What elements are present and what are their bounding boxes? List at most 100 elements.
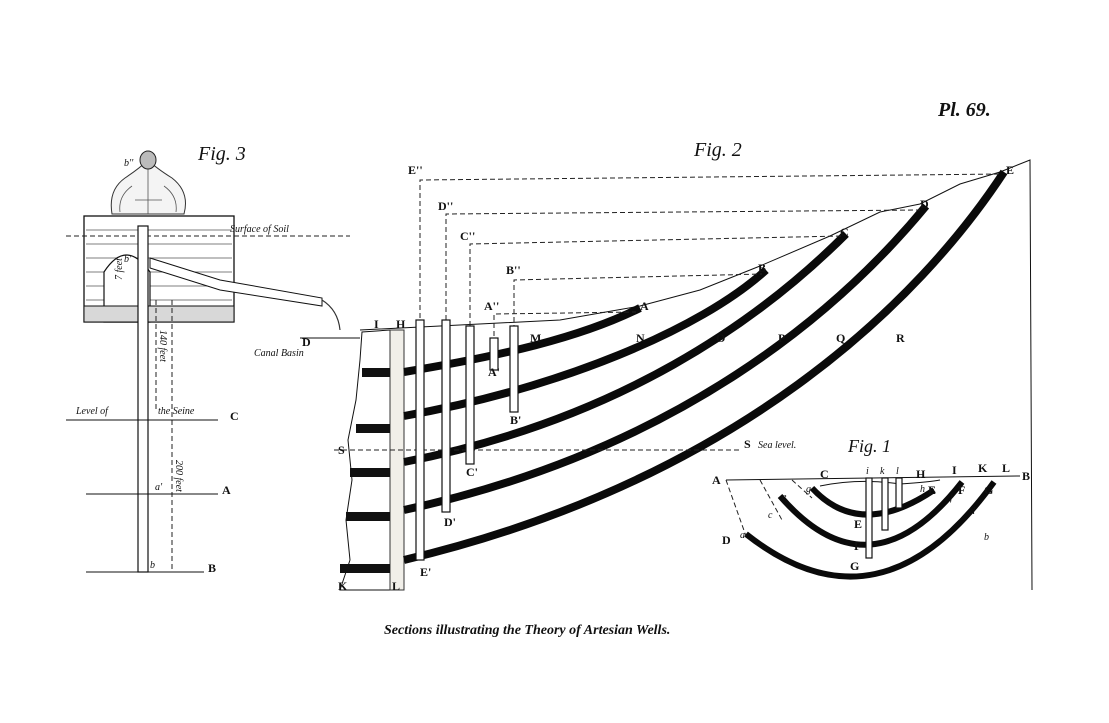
plate-caption: Sections illustrating the Theory of Arte… (384, 623, 670, 638)
ground-surface (359, 159, 1033, 591)
label-h-fig2: H (396, 317, 406, 331)
label-b-fig3: B (208, 561, 216, 575)
cliff-stratum-2 (356, 424, 390, 433)
well-e (415, 319, 425, 561)
fig1-label-e1: E (928, 483, 936, 497)
label-l-fig2: L (392, 579, 400, 593)
label-e-top: E (1006, 163, 1014, 177)
the-seine-label: the Seine (158, 406, 195, 417)
level-of-label: Level of (75, 406, 109, 417)
fig1-label-f2: F (854, 539, 861, 553)
sea-level-label: Sea level. (758, 440, 796, 451)
fig1-label-i-cap: I (952, 463, 957, 477)
fig1-label-g2: G (850, 559, 859, 573)
label-o: O (716, 331, 725, 345)
outlet-pipe (149, 257, 323, 307)
plate-number: Pl. 69. (937, 99, 991, 121)
label-d-fig3: D (302, 335, 311, 349)
label-d-dd: D'' (438, 199, 453, 213)
fig1-label-b-small: b (984, 532, 989, 543)
fig1-label-e-small: e (782, 492, 787, 503)
label-b-prime-fig2: B' (510, 413, 521, 427)
fig1-label-d-small: d (970, 506, 976, 517)
label-s-left: S (338, 443, 345, 457)
fig1-well-l (895, 477, 903, 509)
label-a-prime: A' (488, 365, 500, 379)
fig1-label-f1: F (958, 483, 965, 497)
label-k-fig2: K (338, 579, 348, 593)
label-i-fig2: I (374, 317, 379, 331)
canal-basin-label: Canal Basin (254, 348, 304, 359)
fig1-label-c-small: c (768, 510, 773, 521)
figure-1: Fig. 1 A B C D H I K L i k l E F G E F G… (712, 436, 1030, 580)
surface-of-soil-label: Surface of Soil (230, 224, 289, 235)
fig1-label-l: l (896, 466, 899, 477)
label-e-dd: E'' (408, 163, 423, 177)
fig1-dash-1 (725, 479, 747, 537)
stratum-e (403, 169, 1008, 564)
foundation-band (83, 305, 235, 323)
fig1-label-f-small: f (950, 492, 954, 503)
head-line-e (419, 173, 1003, 558)
fig1-label-h-small: h (920, 484, 925, 495)
label-c-fig3: C (230, 409, 239, 423)
label-c-top: C (840, 225, 849, 239)
well-d (441, 319, 451, 513)
label-p: P (778, 331, 785, 345)
label-q: Q (836, 331, 845, 345)
label-d-top: D (920, 197, 929, 211)
fig1-label-l-cap: L (1002, 461, 1010, 475)
fig1-label-g1: G (984, 483, 993, 497)
label-a-top: A (640, 299, 649, 313)
fig2-title: Fig. 2 (693, 139, 742, 161)
fig1-label-b: B (1022, 469, 1030, 483)
feet-200-label: 200 feet (173, 460, 184, 492)
label-a-prime-fig3: a' (155, 482, 163, 493)
fig1-label-i: i (866, 466, 869, 477)
label-m: M (530, 331, 541, 345)
cliff-stratum-1 (362, 368, 390, 377)
basin-stratum-e (809, 485, 936, 518)
fig1-label-d: D (722, 533, 731, 547)
fig1-label-e2: E (854, 517, 862, 531)
label-b-top: B (758, 261, 766, 275)
fig1-label-h: H (916, 467, 926, 481)
fig1-dash-3 (791, 479, 813, 499)
label-e-prime: E' (420, 565, 431, 579)
label-r: R (896, 331, 905, 345)
well-a (489, 337, 499, 371)
figure-2: Fig. 2 E D C B A E' (334, 139, 1033, 593)
fig1-label-g-small: g (806, 484, 811, 495)
outflow-water (321, 299, 341, 331)
label-n: N (636, 331, 645, 345)
fig1-label-k-cap: K (978, 461, 988, 475)
dotted-fault-band (389, 329, 405, 591)
seven-feet-label: 7 feet (114, 258, 125, 280)
fig1-label-a: A (712, 473, 721, 487)
stratum-a (403, 304, 642, 376)
cliff-stratum-3 (350, 468, 390, 477)
stratum-d (403, 203, 930, 514)
fig1-label-c: C (820, 467, 829, 481)
stratum-b (403, 267, 769, 420)
fig1-title: Fig. 1 (847, 436, 891, 456)
label-a-dd: A'' (484, 299, 499, 313)
fig1-well-i (865, 477, 873, 559)
well-c (465, 325, 475, 465)
fig1-baseline (725, 475, 1021, 481)
stratum-c (403, 231, 849, 466)
feet-140-label: 140 feet (157, 330, 168, 362)
basin-stratum-g (744, 480, 997, 580)
fig1-well-k (881, 477, 889, 531)
label-b-small-fig3: b (150, 560, 155, 571)
fig3-title: Fig. 3 (197, 143, 246, 165)
label-b-double-prime: b'' (124, 158, 134, 169)
label-d-prime: D' (444, 515, 456, 529)
figure-3: Fig. 3 b'' Surface of Soil Canal Basin D… (66, 143, 360, 575)
fig1-label-a-small: a (740, 530, 745, 541)
fig1-label-k: k (880, 466, 885, 477)
label-c-dd: C'' (460, 229, 475, 243)
fountain-spray (119, 166, 177, 214)
label-s-right: S (744, 437, 751, 451)
